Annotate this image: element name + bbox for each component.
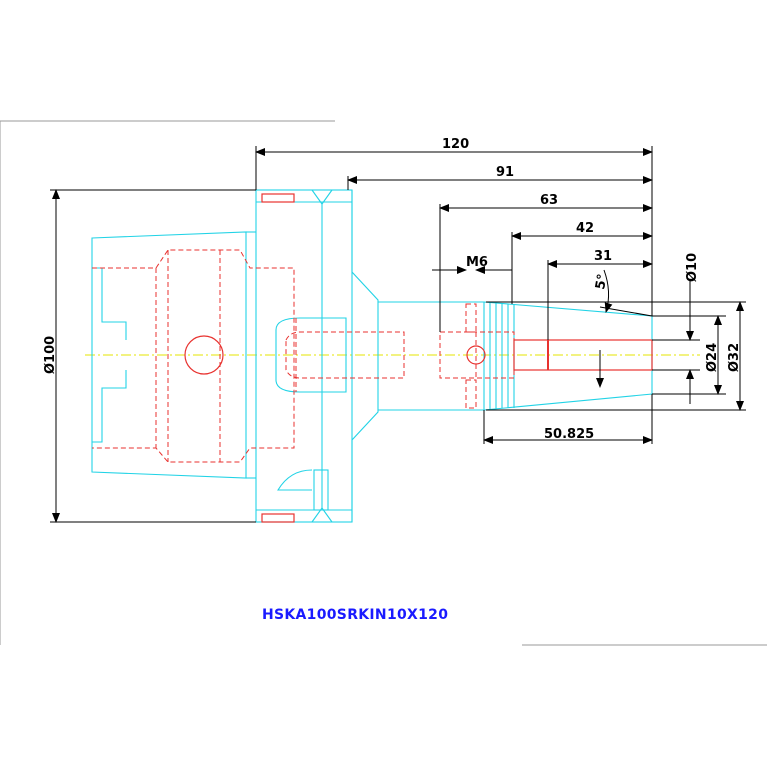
holder-outline xyxy=(91,189,653,523)
dim-length-91: 91 xyxy=(496,165,514,180)
dim-dia-32: Ø32 xyxy=(727,343,742,372)
part-number-title: HSKA100SRKIN10X120 xyxy=(262,607,448,623)
dim-length-50-825: 50.825 xyxy=(544,427,594,442)
dim-taper-angle: 5° xyxy=(593,273,610,291)
dim-length-63: 63 xyxy=(540,193,558,208)
dim-thread: M6 xyxy=(466,255,488,270)
drawing-frame xyxy=(0,120,767,646)
dimension-lines xyxy=(50,146,746,523)
dim-dia-24: Ø24 xyxy=(705,343,720,372)
clearance-hole xyxy=(184,335,224,375)
hidden-features xyxy=(92,193,653,523)
dim-overall-length: 120 xyxy=(442,137,469,152)
dim-length-42: 42 xyxy=(576,221,594,236)
dim-dia-10: Ø10 xyxy=(685,253,700,282)
dim-dia-100: Ø100 xyxy=(43,336,58,374)
dim-length-31: 31 xyxy=(594,249,612,264)
